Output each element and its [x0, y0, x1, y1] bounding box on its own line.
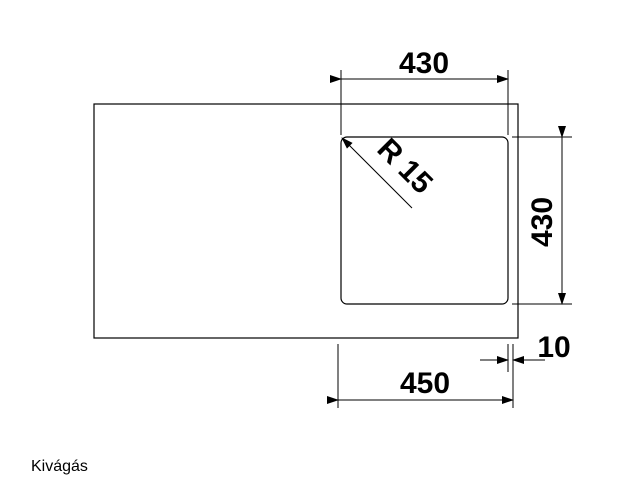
bottom-width-dimension: 450 — [327, 344, 514, 408]
right-height-label: 430 — [526, 197, 559, 247]
caption-text: Kivágás — [31, 458, 88, 475]
offset-dimension: 10 — [480, 331, 571, 372]
right-height-dimension: 430 — [512, 126, 572, 305]
radius-dimension: R 15 — [341, 132, 439, 209]
top-width-dimension: 430 — [330, 47, 509, 135]
offset-label: 10 — [537, 331, 570, 364]
sink-bowl-outline — [340, 136, 509, 305]
countertop-outline — [93, 103, 519, 339]
bottom-width-label: 450 — [400, 367, 450, 400]
radius-label: R 15 — [371, 132, 439, 200]
top-width-label: 430 — [399, 47, 449, 80]
